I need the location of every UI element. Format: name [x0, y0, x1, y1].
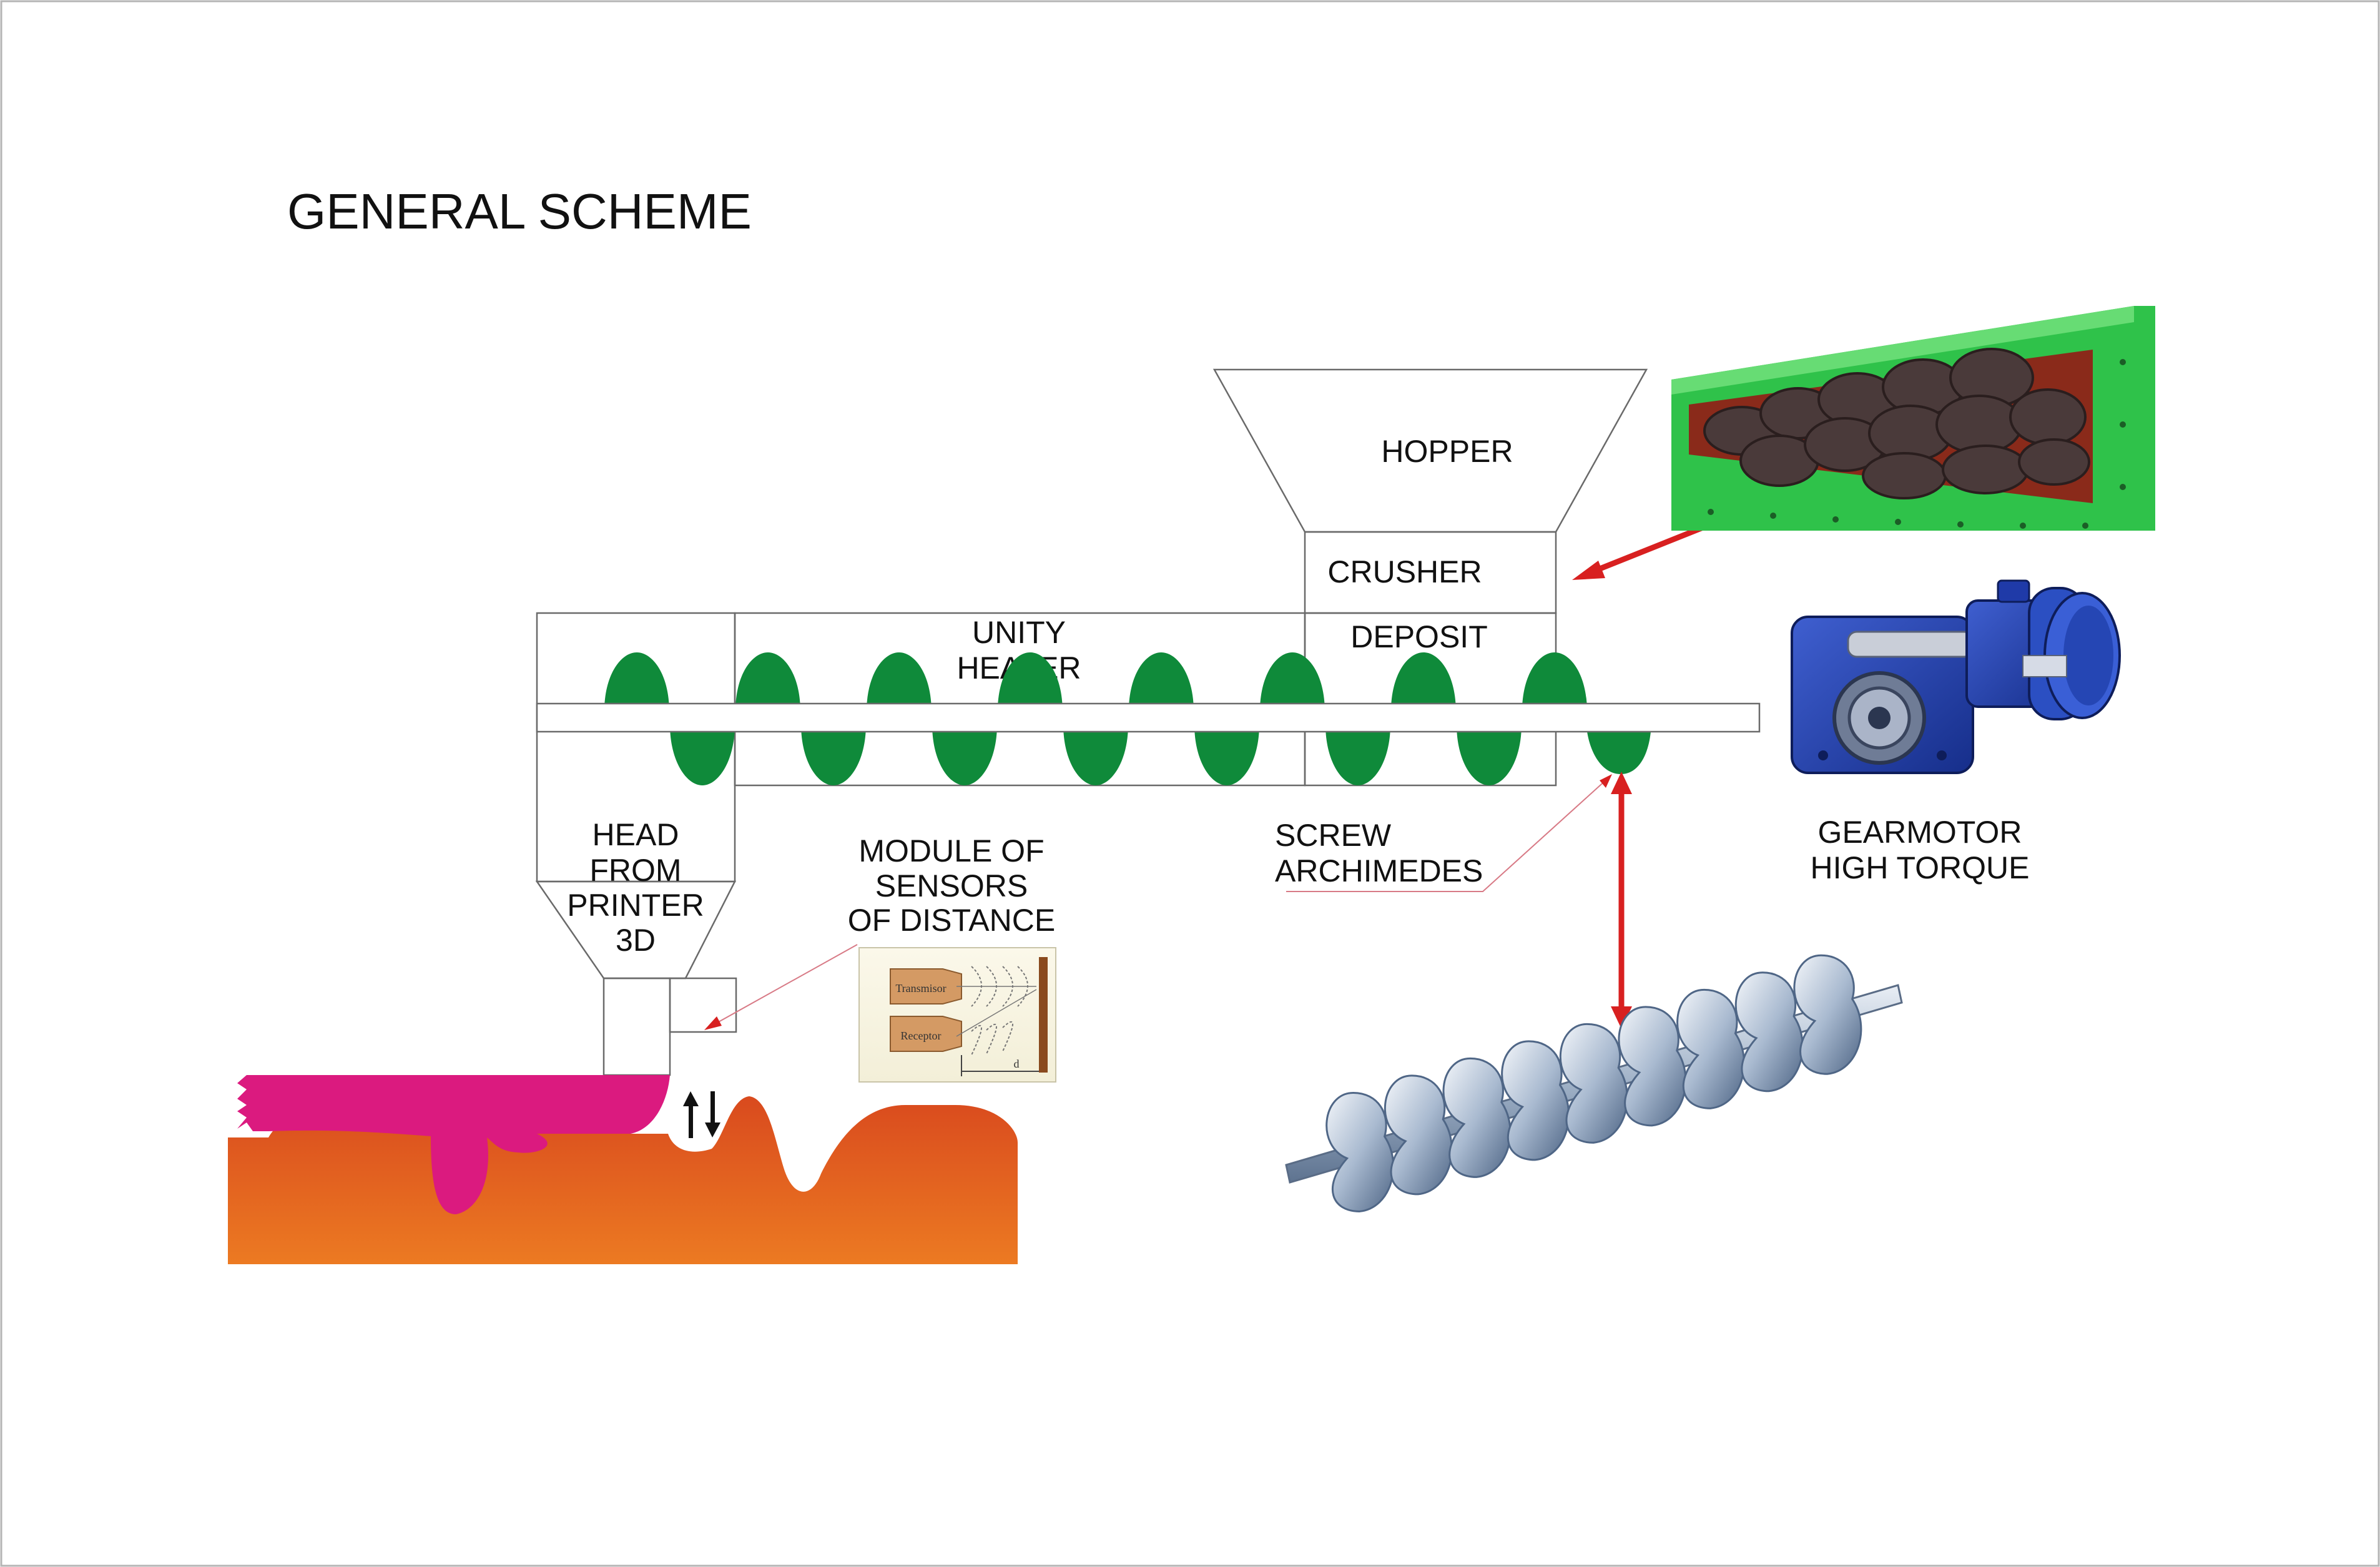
sensors-label-line3: OF DISTANCE [848, 903, 1055, 938]
screw-flight-upper [1522, 652, 1587, 714]
gearmotor-label-line1: GEARMOTOR [1818, 815, 2022, 850]
double-headed-red-arrow-icon [1611, 772, 1632, 1029]
screw-flight-upper [998, 652, 1063, 714]
transmitter-block [890, 968, 962, 1005]
extruded-filament [237, 1075, 670, 1214]
up-down-arrows-icon [683, 1091, 720, 1138]
sensors-label: MODULE OF SENSORS OF DISTANCE [848, 833, 1055, 938]
gearmotor-label: GEARMOTOR HIGH TORQUE [1811, 815, 2030, 885]
screw-flight-lower [1063, 722, 1128, 785]
gearmotor-label-line2: HIGH TORQUE [1811, 850, 2030, 885]
screw-label-line2: ARCHIMEDES [1275, 853, 1483, 888]
screw-blade-photo [1793, 954, 1862, 1075]
transmitter-label: Transmisor [895, 982, 946, 995]
archimedes-screw-schematic [536, 652, 1761, 785]
screw-blade-photo [1734, 971, 1804, 1093]
screw-flight-lower [932, 722, 997, 785]
screw-blade-photo [1618, 1006, 1687, 1127]
screw-blade-photo [1442, 1057, 1512, 1178]
hopper: HOPPER [1212, 368, 1648, 533]
screw-label: SCREW ARCHIMEDES [1275, 774, 1612, 892]
screw-blade-photo [1676, 988, 1745, 1109]
distance-sensor-diagram: Transmisor Receptor d [858, 947, 1056, 1083]
screw-flight-lower [1457, 722, 1522, 785]
sensor-pointer [704, 944, 858, 1030]
screw-flight-upper [1129, 652, 1194, 714]
screw-flight-lower [1194, 722, 1259, 785]
screw-blade-photo [1325, 1091, 1395, 1212]
screw-flight-upper [1260, 652, 1325, 714]
screw-flight-upper [735, 652, 800, 714]
diagram-title: GENERAL SCHEME [287, 184, 752, 239]
hopper-label: HOPPER [1381, 434, 1513, 469]
screw-shaft [536, 702, 1761, 733]
head-label-line1: HEAD [593, 817, 679, 852]
crusher-label: CRUSHER [1327, 554, 1482, 589]
sensors-label-line2: SENSORS [875, 868, 1028, 903]
deposit-label: DEPOSIT [1350, 619, 1487, 654]
receptor-label: Receptor [901, 1029, 942, 1042]
sensor-box [669, 977, 737, 1033]
crusher-image [1671, 306, 2155, 531]
head-label-line4: 3D [616, 923, 656, 958]
sensors-label-line1: MODULE OF [858, 833, 1044, 868]
heater-label-line1: UNITY [972, 615, 1066, 650]
screw-flight-upper [867, 652, 932, 714]
screw-label-line1: SCREW [1275, 818, 1392, 853]
screw-blade-photo [1501, 1040, 1570, 1161]
distance-label: d [1014, 1058, 1020, 1070]
screw-flight-end [1587, 732, 1651, 774]
screw-flight-upper [604, 652, 669, 714]
head-label-line2: FROM [589, 853, 681, 888]
screw-flight-lower [801, 722, 866, 785]
gearmotor-image [1791, 579, 2121, 774]
print-head: HEAD FROM PRINTER 3D [535, 612, 737, 1076]
screw-blade-photo [1384, 1074, 1453, 1196]
screw-flight-lower [1325, 722, 1390, 785]
print-bed [228, 1096, 1018, 1264]
head-label-line3: PRINTER [567, 888, 704, 923]
receptor-block [890, 1016, 962, 1052]
screw-flight-upper [1391, 652, 1456, 714]
archimedes-screw-image [1285, 954, 1903, 1212]
screw-flight-lower [670, 722, 735, 785]
screw-blade-photo [1559, 1023, 1628, 1144]
crusher: CRUSHER [1304, 531, 1557, 614]
